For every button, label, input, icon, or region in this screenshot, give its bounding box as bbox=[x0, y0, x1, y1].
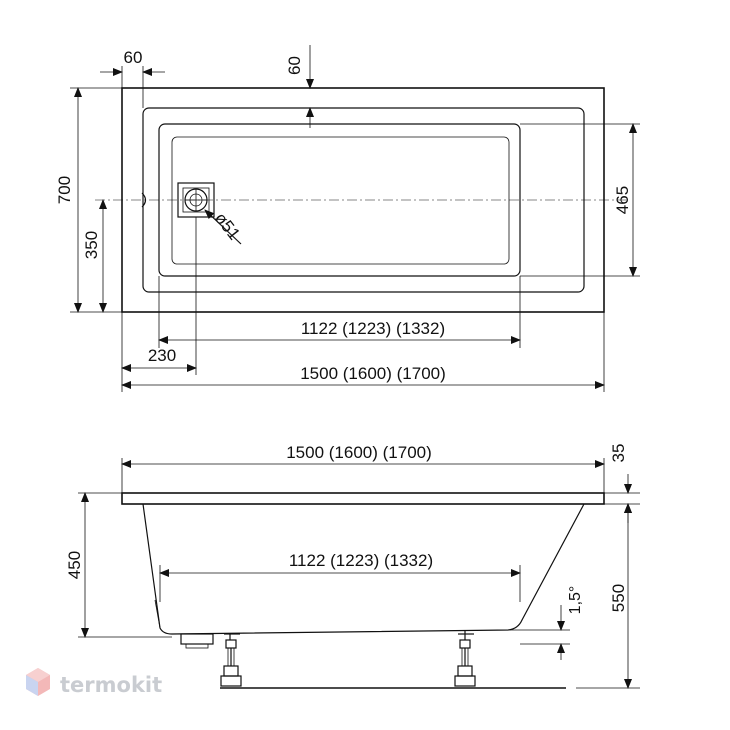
support-foot-right bbox=[454, 630, 476, 687]
drain-fitting-icon bbox=[180, 633, 214, 649]
total-width-label: 700 bbox=[55, 176, 74, 204]
side-total-length-label: 1500 (1600) (1700) bbox=[286, 443, 432, 462]
basin-outer-outline bbox=[158, 123, 521, 277]
total-height-label: 550 bbox=[609, 584, 628, 612]
watermark-brand: termokit bbox=[60, 673, 162, 697]
half-width-label: 350 bbox=[82, 231, 101, 259]
inner-length-label: 1122 (1223) (1332) bbox=[301, 319, 445, 338]
inner-width-label: 465 bbox=[613, 186, 632, 214]
top-view: ø51 60 60 700 350 465 1122 (1223) (1332) bbox=[55, 45, 640, 392]
side-inner-length-label: 1122 (1223) (1332) bbox=[289, 551, 433, 570]
overflow-icon bbox=[141, 192, 147, 208]
depth-label: 450 bbox=[65, 551, 84, 579]
drain-diameter-label: ø51 bbox=[211, 209, 244, 244]
slope-label: 1,5° bbox=[567, 586, 584, 615]
rim-width-top-label: 60 bbox=[285, 56, 304, 75]
termokit-logo-icon bbox=[26, 668, 50, 696]
rim-thickness-label: 35 bbox=[609, 444, 628, 463]
tub-body-profile bbox=[142, 503, 585, 635]
tub-rim-profile bbox=[121, 492, 605, 505]
total-length-label: 1500 (1600) (1700) bbox=[300, 364, 446, 383]
drain-icon bbox=[177, 182, 215, 218]
drain-diameter-leader bbox=[204, 209, 242, 245]
support-foot-left bbox=[220, 633, 242, 687]
watermark: termokit bbox=[26, 668, 162, 697]
rim-width-left-label: 60 bbox=[124, 48, 143, 67]
drain-offset-label: 230 bbox=[148, 346, 176, 365]
basin-inner-outline bbox=[171, 136, 510, 265]
side-view: 1500 (1600) (1700) bbox=[65, 443, 640, 689]
